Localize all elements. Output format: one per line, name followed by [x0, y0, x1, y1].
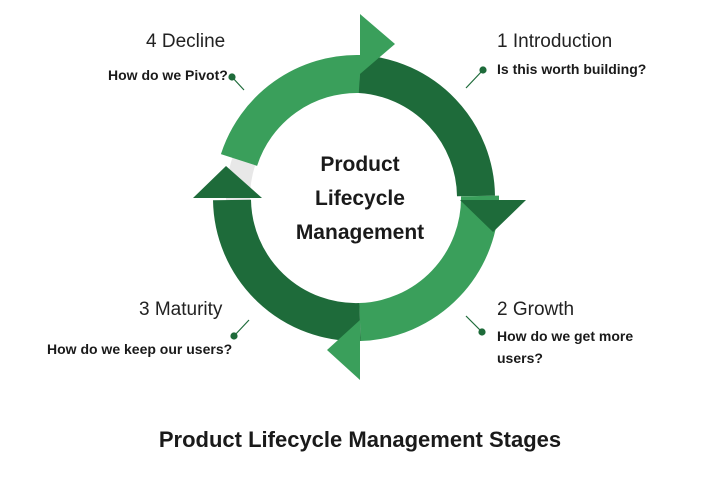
center-label-line2: Lifecycle: [315, 187, 405, 210]
maturity-arc: [213, 199, 361, 342]
growth-connector-dot: [478, 328, 486, 336]
introduction-arrowhead: [460, 200, 526, 232]
decline-arc: [220, 54, 361, 167]
maturity-connector-line: [233, 319, 250, 337]
maturity-arrowhead: [193, 166, 262, 198]
growth-stage-question: How do we get more users?: [497, 328, 634, 366]
introduction-arc: [358, 55, 495, 197]
maturity-connector-dot: [230, 332, 238, 340]
decline-arrowhead: [360, 14, 395, 74]
decline-stage-question: How do we Pivot?: [108, 67, 228, 83]
intro-connector-line: [465, 69, 484, 89]
center-label-line1: Product: [320, 153, 400, 176]
growth-connector-line: [465, 315, 483, 333]
introduction-stage-title: 1 Introduction: [497, 31, 613, 52]
decline-connector-dot: [228, 73, 236, 81]
maturity-stage-question: How do we keep our users?: [47, 341, 233, 357]
center-label: Product Lifecycle Management: [280, 148, 440, 250]
diagram-caption: Product Lifecycle Management Stages: [158, 427, 562, 452]
decline-stage-title: 4 Decline: [146, 31, 226, 52]
growth-arrowhead: [327, 320, 360, 380]
growth-arc: [358, 195, 500, 341]
growth-stage-title: 2 Growth: [497, 299, 575, 320]
introduction-stage-question: Is this worth building?: [497, 61, 647, 77]
maturity-stage-title: 3 Maturity: [139, 299, 223, 320]
intro-connector-dot: [479, 66, 487, 74]
center-label-line3: Management: [295, 221, 425, 244]
